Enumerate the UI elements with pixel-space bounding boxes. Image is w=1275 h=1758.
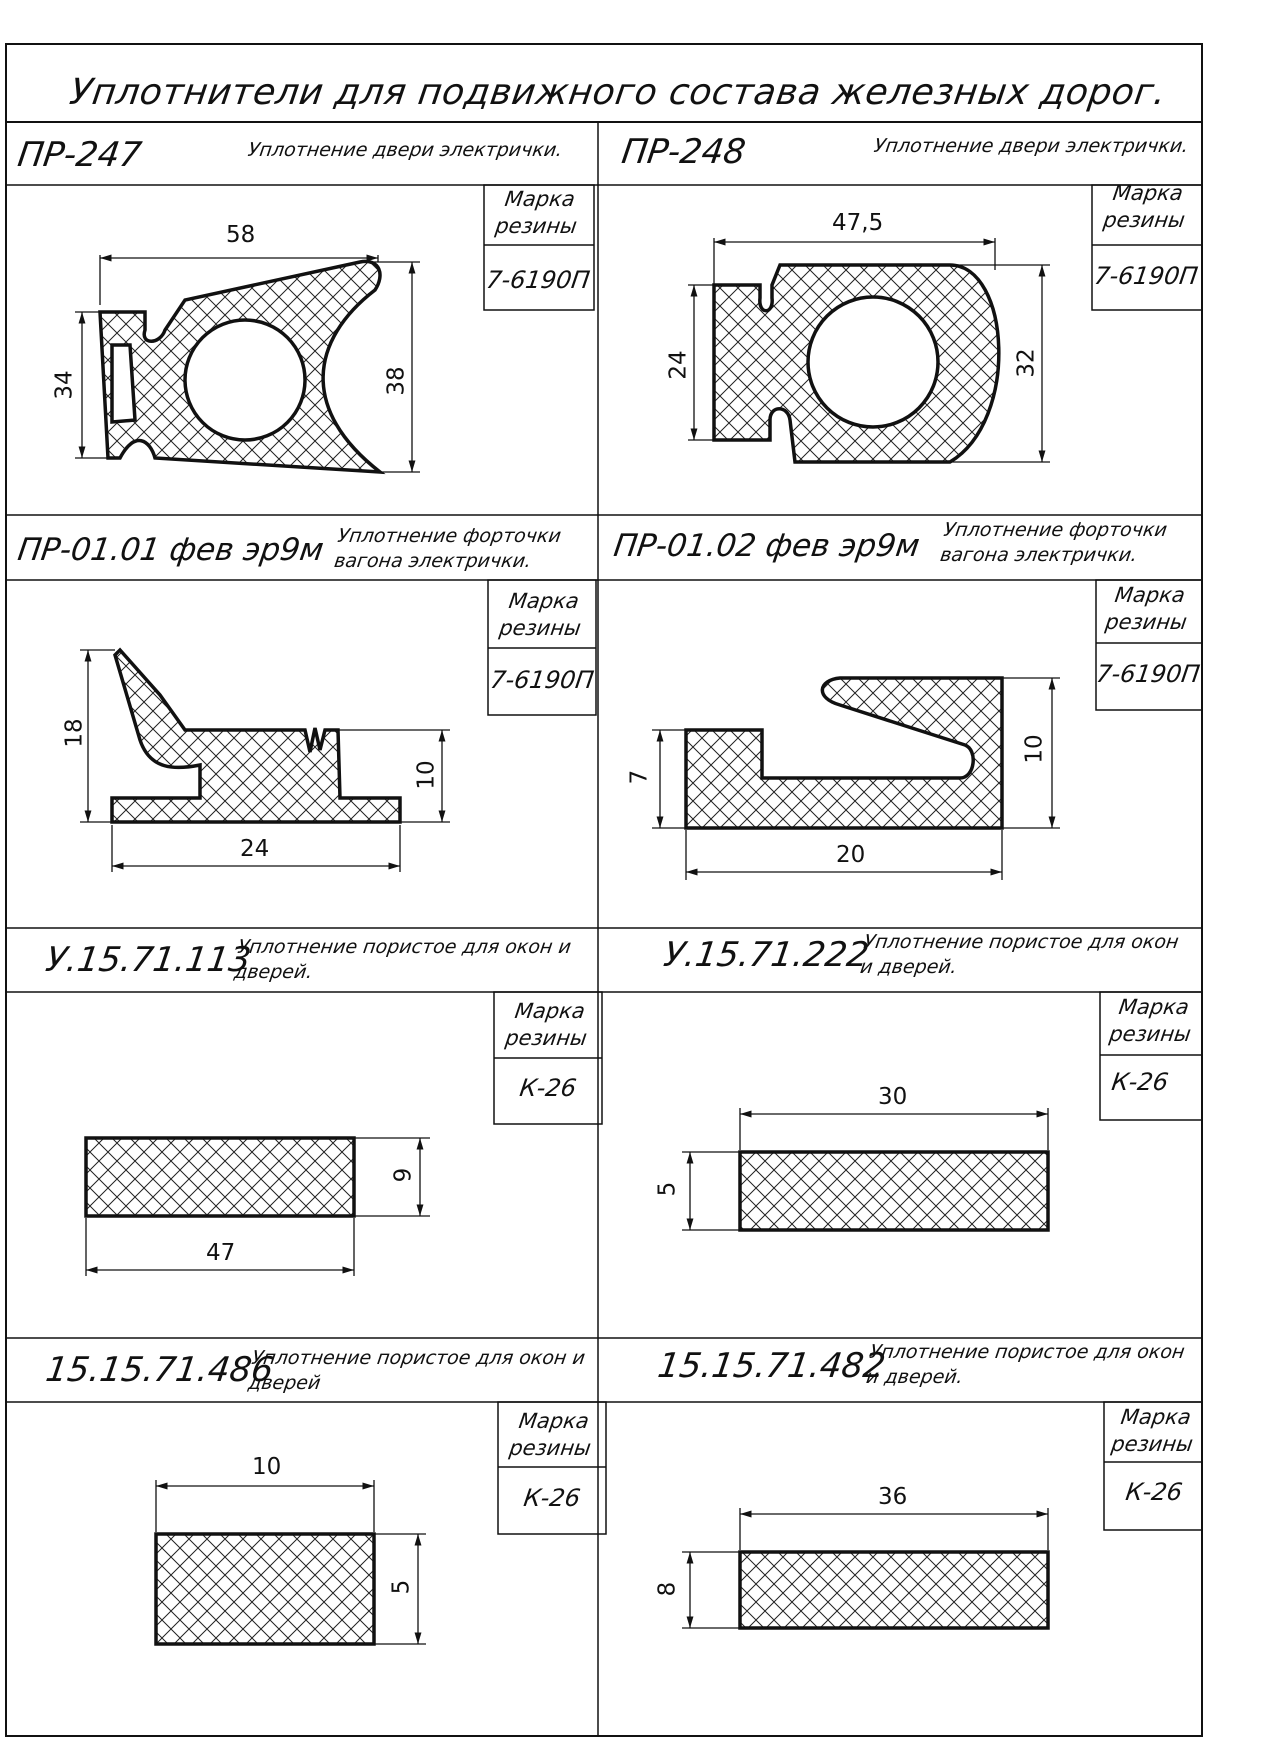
dimension-label: 20 — [836, 842, 866, 868]
item-code: 15.15.71.486 — [43, 1350, 276, 1390]
dimension-label: 5 — [388, 1579, 415, 1595]
dimension-label: 47 — [206, 1240, 236, 1266]
rubber-grade: 7-6190П — [1092, 262, 1200, 290]
item-code: У.15.71.113 — [43, 940, 254, 980]
item-description: Уплотнение пористое для окон и дверей. — [232, 936, 573, 983]
rubber-grade: К-26 — [517, 1074, 579, 1102]
item-description: Уплотнение пористое для окон и дверей. — [858, 931, 1181, 978]
dimension-label: 47,5 — [832, 210, 884, 236]
dimension-label: 24 — [240, 836, 270, 862]
dimension-label: 18 — [61, 718, 88, 748]
dimension-label: 36 — [878, 1484, 908, 1510]
rubber-grade: 7-6190П — [488, 666, 596, 694]
item-description: Уплотнение пористое для окон и дверей — [246, 1347, 587, 1394]
dimension-label: 24 — [665, 350, 692, 380]
dimension-label: 10 — [252, 1454, 282, 1480]
rubber-grade: 7-6190П — [484, 266, 592, 294]
item-code: У.15.71.222 — [661, 935, 872, 975]
profile-15-15-71-486 — [154, 1532, 376, 1646]
dimension-label: 9 — [390, 1167, 417, 1183]
profile-u-15-71-113 — [84, 1136, 356, 1218]
item-description: Уплотнение пористое для окон и дверей. — [864, 1341, 1187, 1388]
profile-pr-248 — [712, 263, 1001, 464]
rubber-grade: К-26 — [1123, 1478, 1185, 1506]
item-description: Уплотнение форточки вагона электрички. — [332, 525, 563, 572]
item-code: ПР-248 — [619, 132, 749, 172]
profile-15-15-71-482 — [738, 1550, 1050, 1630]
item-code: ПР-247 — [15, 135, 145, 175]
dimension-label: 7 — [626, 769, 653, 785]
item-code: ПР-01.02 фев эр9м — [611, 528, 922, 564]
dimension-label: 30 — [878, 1084, 908, 1110]
rubber-grade: К-26 — [1109, 1068, 1171, 1096]
frame — [5, 43, 1203, 1737]
dimension-label: 32 — [1013, 348, 1040, 378]
item-description: Уплотнение двери электрички. — [872, 135, 1190, 157]
profile-pr-247 — [98, 259, 386, 475]
item-code: ПР-01.01 фев эр9м — [15, 532, 326, 568]
dimension-label: 5 — [654, 1181, 681, 1197]
profile-u-15-71-222 — [738, 1150, 1050, 1232]
grade-boxes — [483, 184, 1203, 1535]
rubber-grade: 7-6190П — [1094, 660, 1202, 688]
profile-pr-01-01 — [110, 647, 402, 824]
item-code: 15.15.71.482 — [655, 1346, 888, 1386]
item-description: Уплотнение форточки вагона электрички. — [938, 519, 1169, 566]
item-description: Уплотнение двери электрички. — [246, 139, 564, 161]
profile-pr-01-02 — [684, 676, 1004, 830]
dimension-label: 38 — [383, 366, 410, 396]
dimension-label: 10 — [1021, 734, 1048, 764]
page-title: Уплотнители для подвижного состава желез… — [67, 72, 1169, 113]
rubber-grade: К-26 — [521, 1484, 583, 1512]
dimension-label: 10 — [413, 760, 440, 790]
dimension-label: 8 — [654, 1581, 681, 1597]
dimension-label: 34 — [51, 370, 78, 400]
dimension-label: 58 — [226, 222, 256, 248]
